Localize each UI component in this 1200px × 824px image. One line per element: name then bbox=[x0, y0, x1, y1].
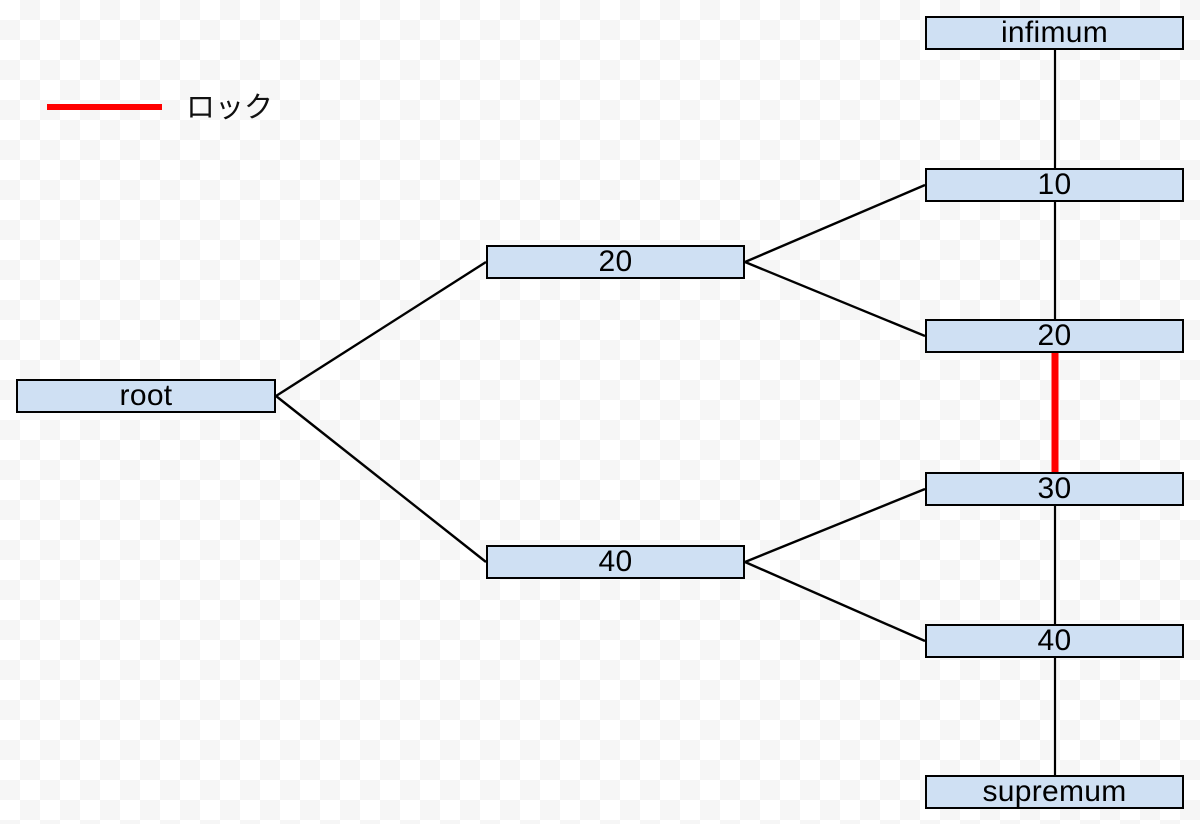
node-leaf-10[interactable]: 10 bbox=[925, 168, 1184, 202]
node-leaf-10-label: 10 bbox=[1037, 168, 1072, 201]
node-leaf-20-label: 20 bbox=[1037, 319, 1072, 352]
node-internal-20[interactable]: 20 bbox=[486, 245, 745, 279]
node-leaf-supremum[interactable]: supremum bbox=[925, 775, 1184, 809]
node-internal-40-label: 40 bbox=[598, 545, 633, 578]
edge-internal-20-to-leaf-10 bbox=[744, 183, 926, 264]
node-leaf-30[interactable]: 30 bbox=[925, 472, 1184, 506]
node-root-label: root bbox=[119, 379, 173, 412]
node-leaf-supremum-label: supremum bbox=[982, 775, 1127, 808]
node-leaf-infimum[interactable]: infimum bbox=[925, 16, 1184, 50]
node-leaf-40[interactable]: 40 bbox=[925, 624, 1184, 658]
edge-internal-40-to-leaf-40 bbox=[744, 560, 926, 643]
legend-lock-line bbox=[47, 104, 162, 110]
edge-root-to-internal-20 bbox=[275, 260, 487, 398]
edge-internal-40-to-leaf-30 bbox=[744, 487, 926, 564]
edge-root-to-internal-40 bbox=[275, 395, 487, 563]
node-leaf-30-label: 30 bbox=[1037, 472, 1072, 505]
node-leaf-40-label: 40 bbox=[1037, 624, 1072, 657]
node-internal-40[interactable]: 40 bbox=[486, 545, 745, 579]
edge-internal-20-to-leaf-20 bbox=[744, 260, 926, 338]
node-internal-20-label: 20 bbox=[598, 245, 633, 278]
legend-lock-label: ロック bbox=[186, 92, 274, 124]
node-leaf-infimum-label: infimum bbox=[1000, 16, 1109, 49]
node-leaf-20[interactable]: 20 bbox=[925, 319, 1184, 353]
node-root[interactable]: root bbox=[16, 379, 276, 413]
